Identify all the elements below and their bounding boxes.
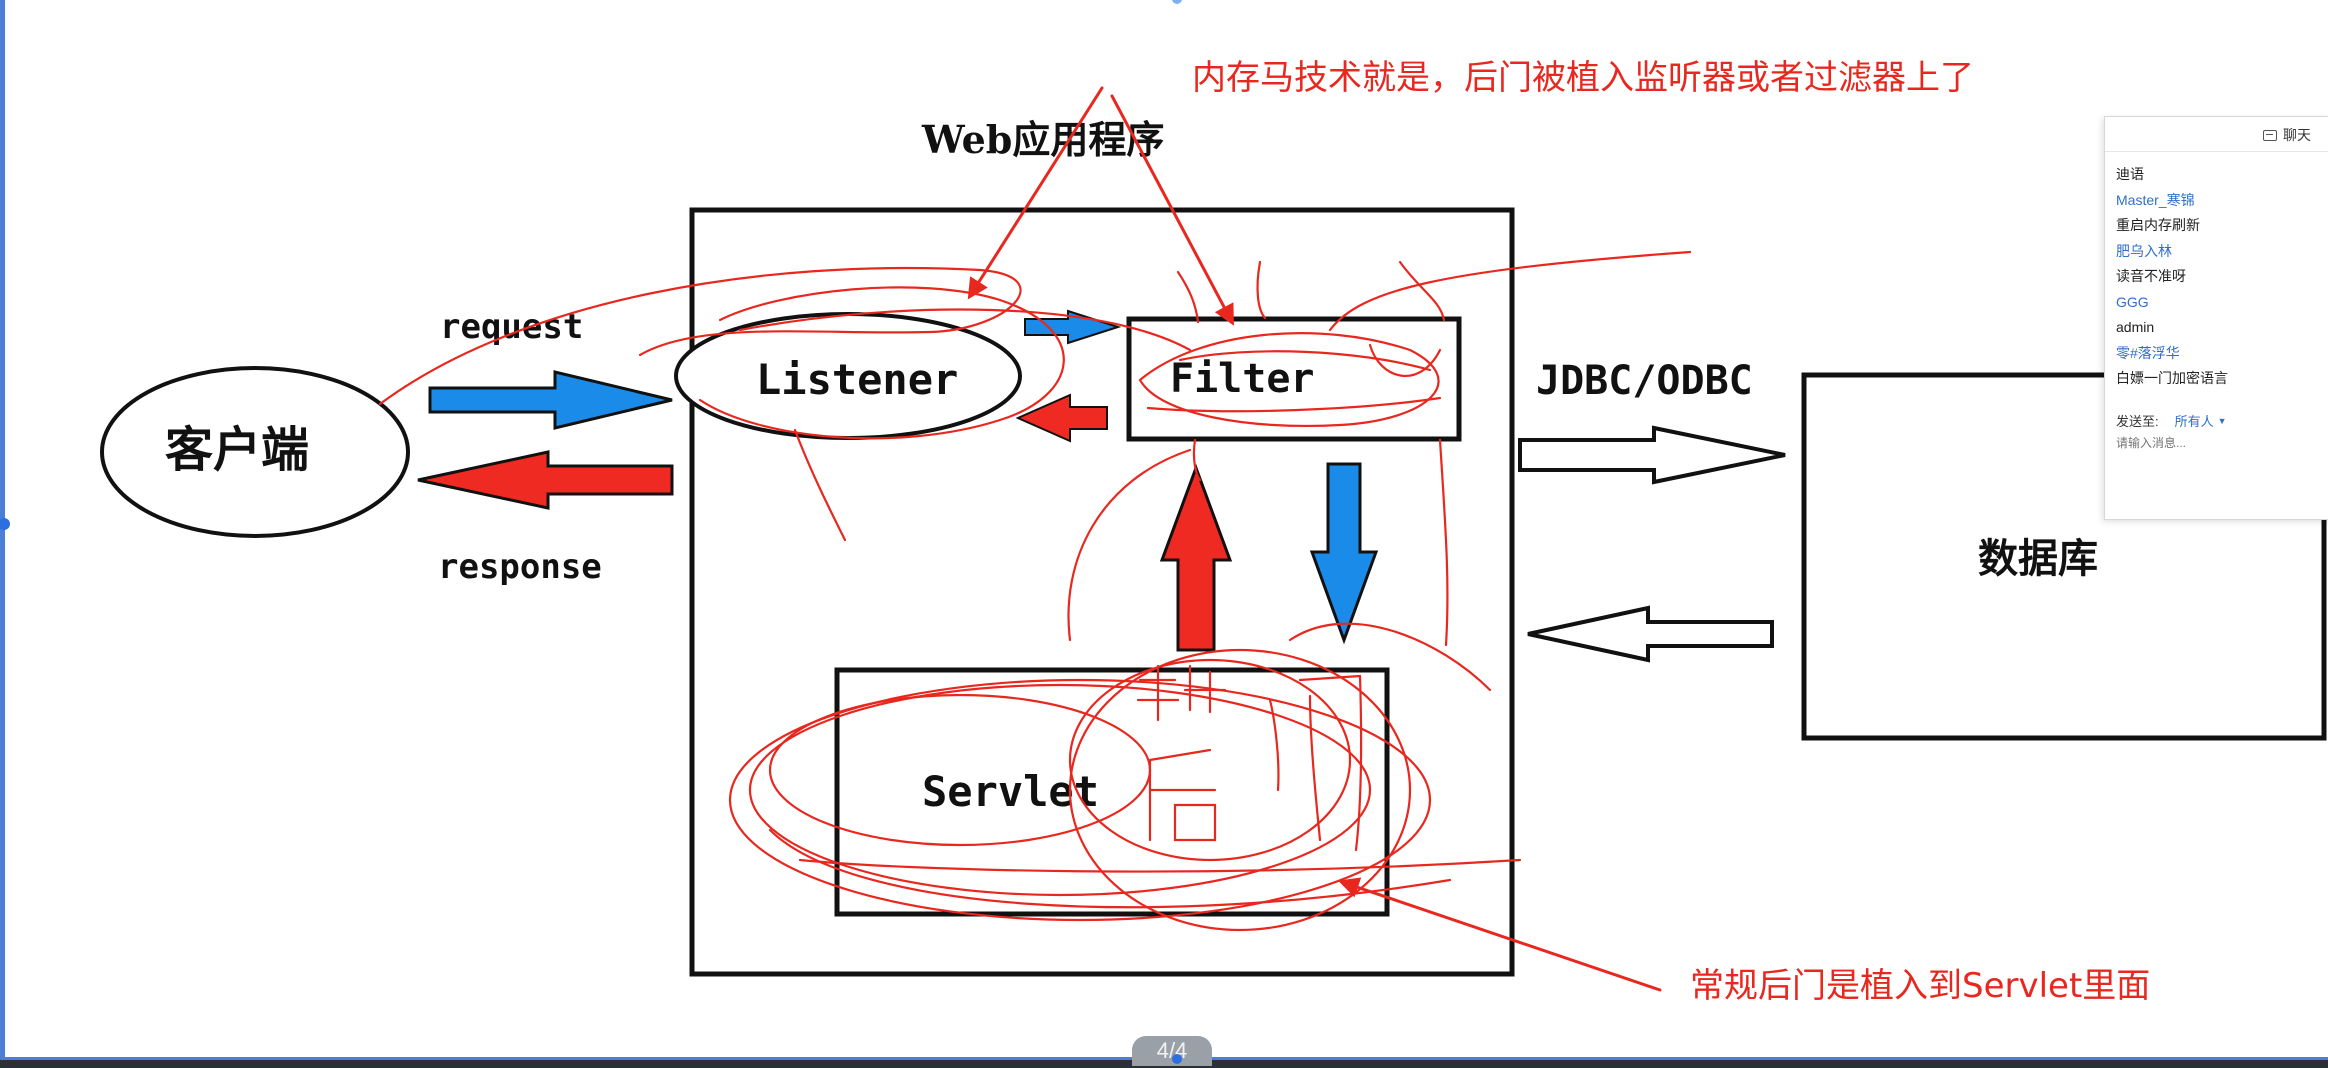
jdbc-label: JDBC/ODBC xyxy=(1536,358,1753,404)
web-app-box xyxy=(689,207,1515,977)
filter-scribble-4 xyxy=(1328,250,1692,332)
listener-to-filter-arrow xyxy=(1024,309,1122,345)
chat-message-list: 迪语 Master_寒锦 重启内存刷新 肥乌入林 读音不准呀 GGG admin… xyxy=(2105,152,2328,392)
filter-scribble-3 xyxy=(1146,396,1442,413)
chat-username[interactable]: 零#落浮华 xyxy=(2116,344,2180,361)
send-to-dropdown[interactable]: 所有人 ▼ xyxy=(2175,411,2227,430)
bottom-note-text: 常规后门是植入到Servlet里面 xyxy=(1690,966,2150,1006)
listener-scribble xyxy=(378,266,1022,406)
left-resize-handle[interactable] xyxy=(0,518,10,530)
database-label: 数据库 xyxy=(1978,535,2098,582)
chat-username[interactable]: 肥乌入林 xyxy=(2116,242,2172,259)
chat-bubble-icon xyxy=(2263,129,2277,141)
chat-message: 白嫖一门加密语言 xyxy=(2116,370,2228,386)
client-ellipse xyxy=(100,366,410,538)
client-label: 客户端 xyxy=(165,422,309,478)
handwritten-annotations xyxy=(378,86,1692,992)
chat-panel: 聊天 迪语 Master_寒锦 重启内存刷新 肥乌入林 读音不准呀 GGG ad… xyxy=(2104,116,2328,520)
chat-message-input[interactable] xyxy=(2116,436,2306,450)
top-resize-handle[interactable] xyxy=(1172,0,1182,4)
db-request-arrow xyxy=(1518,425,1786,485)
slide-title: Web应用程序 xyxy=(921,117,1164,162)
bottom-note-arrow xyxy=(1338,877,1662,992)
filter-scribble xyxy=(1138,332,1440,428)
top-note-arrow-filter xyxy=(1110,94,1234,326)
response-arrow xyxy=(417,450,674,510)
chat-title: 聊天 xyxy=(2283,127,2311,143)
servlet-box xyxy=(834,667,1390,917)
chat-username[interactable]: GGG xyxy=(2116,293,2149,310)
top-note-text: 内存马技术就是，后门被植入监听器或者过滤器上了 xyxy=(1192,58,1974,98)
chat-message: 迪语 xyxy=(2116,166,2144,182)
listener-label: Listener xyxy=(756,355,958,404)
chevron-down-icon: ▼ xyxy=(2217,415,2227,426)
chat-message: admin xyxy=(2116,319,2155,335)
servlet-loop-6 xyxy=(798,858,1522,873)
servlet-loop-4 xyxy=(1068,648,1412,932)
listener-scribble-3 xyxy=(793,428,847,542)
send-to-label: 发送至: xyxy=(2116,414,2159,429)
servlet-loop-8 xyxy=(1067,448,1192,642)
listener-scribble-4 xyxy=(738,308,1192,352)
servlet-loop-2 xyxy=(728,678,1432,922)
send-to-row: 发送至: 所有人 ▼ xyxy=(2116,411,2323,430)
listener-scribble-2 xyxy=(698,286,1065,440)
chat-message: 重启内存刷新 xyxy=(2116,217,2200,233)
send-to-value: 所有人 xyxy=(2174,414,2214,429)
response-label: response xyxy=(438,547,602,587)
chat-title-group[interactable]: 聊天 xyxy=(2263,125,2311,145)
filter-box xyxy=(1126,316,1462,442)
filter-scribble-9 xyxy=(1438,438,1449,647)
chat-username[interactable]: Master_寒锦 xyxy=(2116,191,2195,208)
chat-footer: 发送至: 所有人 ▼ xyxy=(2116,411,2323,452)
filter-to-listener-arrow xyxy=(1015,393,1108,443)
servlet-loop-1 xyxy=(748,683,1372,897)
servlet-loop-7 xyxy=(768,828,1452,909)
filter-to-servlet-arrow xyxy=(1309,462,1379,645)
handwritten-zhi xyxy=(1136,664,1227,722)
chat-header: 聊天 xyxy=(2105,117,2328,152)
top-note-arrow-listener xyxy=(967,86,1104,300)
handwritten-men xyxy=(1268,674,1363,852)
filter-scribble-2 xyxy=(1178,350,1432,372)
chat-message: 读音不准呀 xyxy=(2116,268,2186,284)
servlet-to-filter-arrow xyxy=(1159,463,1233,652)
servlet-loop-5 xyxy=(1068,658,1352,862)
filter-scribble-5 xyxy=(1368,343,1442,377)
bottom-resize-handle[interactable] xyxy=(1172,1054,1182,1064)
filter-scribble-8 xyxy=(1192,438,1202,482)
filter-scribble-6 xyxy=(1256,260,1267,320)
filter-scribble-7 xyxy=(1176,270,1200,324)
servlet-loop-9 xyxy=(1288,622,1492,692)
db-response-arrow xyxy=(1527,605,1774,663)
filter-scribble-10 xyxy=(1398,260,1446,322)
slide-left-border xyxy=(0,0,5,1068)
request-arrow xyxy=(428,370,673,430)
filter-label: Filter xyxy=(1170,356,1315,402)
handwritten-hou xyxy=(1148,748,1217,842)
request-label: request xyxy=(440,307,583,347)
